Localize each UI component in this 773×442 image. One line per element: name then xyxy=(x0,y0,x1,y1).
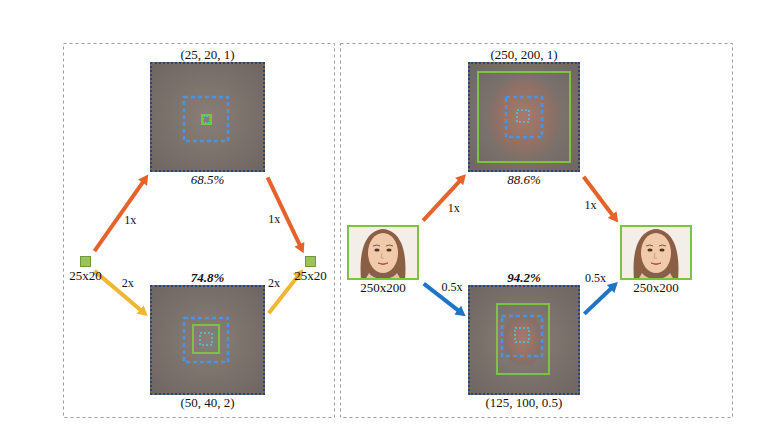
scale-label: 2x xyxy=(122,277,134,290)
template-box xyxy=(517,110,529,122)
image-caption: 74.8% xyxy=(191,271,225,285)
scale-label: 1x xyxy=(448,202,460,215)
scale-arrow xyxy=(94,271,147,316)
receptive-field xyxy=(502,316,542,356)
receptive-field xyxy=(506,97,542,137)
node-label: (125, 100, 0.5) xyxy=(486,396,563,410)
scale-arrow xyxy=(94,174,148,251)
panel-frame xyxy=(64,44,335,418)
node-label: (50, 40, 2) xyxy=(180,396,234,410)
image-caption: 94.2% xyxy=(507,271,541,285)
arrow-head xyxy=(608,211,618,222)
scale-label: 1x xyxy=(268,213,280,226)
arrow-shaft xyxy=(268,177,300,245)
face-photo xyxy=(347,225,419,280)
arrow-head xyxy=(454,306,465,316)
arrow-head xyxy=(607,282,618,293)
node-label: 25x20 xyxy=(294,269,327,283)
arrow-shaft xyxy=(269,276,298,313)
face-box xyxy=(478,72,570,162)
node-label: 250x200 xyxy=(633,281,679,295)
resized-image: (250, 200, 1)88.6% xyxy=(468,62,580,172)
receptive-field xyxy=(184,318,228,362)
node-label: 68.5% xyxy=(191,173,225,187)
scale-arrow xyxy=(584,282,617,314)
scale-arrow xyxy=(584,177,619,223)
blur-image xyxy=(468,62,580,172)
blur-face xyxy=(503,314,543,366)
scale-label: 1x xyxy=(124,214,136,227)
arrow-shaft xyxy=(584,288,611,314)
panel-frame xyxy=(341,44,733,418)
image-caption: (25, 20, 1) xyxy=(180,48,234,62)
arrow-shaft xyxy=(584,177,613,216)
arrow-head xyxy=(455,174,466,185)
arrow-head xyxy=(137,305,148,316)
node-label: 25x20 xyxy=(69,269,102,283)
arrow-shaft xyxy=(423,181,460,221)
scale-label: 0.5x xyxy=(585,272,606,285)
input-face: 250x200 xyxy=(347,225,419,280)
arrow-shaft xyxy=(94,182,143,251)
input-patch: 25x20 xyxy=(80,256,91,267)
node-label: 88.6% xyxy=(507,173,541,187)
scale-label: 2x xyxy=(268,277,280,290)
output-patch: 25x20 xyxy=(305,256,316,267)
template-box xyxy=(204,117,210,123)
face-box xyxy=(497,304,549,374)
arrow-head xyxy=(138,174,148,185)
resized-image: (25, 20, 1)68.5% xyxy=(150,62,265,172)
resized-image: 94.2%(125, 100, 0.5) xyxy=(468,285,580,395)
image-caption: (250, 200, 1) xyxy=(490,48,557,62)
scale-label: 1x xyxy=(584,199,596,212)
scale-arrow xyxy=(423,174,466,220)
blur-image xyxy=(468,285,580,395)
resized-image: 74.8%(50, 40, 2) xyxy=(150,285,265,395)
face-box xyxy=(193,325,219,353)
scale-arrow xyxy=(268,177,305,253)
node-label: 250x200 xyxy=(360,281,406,295)
output-face: 250x200 xyxy=(620,225,692,280)
receptive-field xyxy=(184,97,228,141)
face-box xyxy=(202,115,211,124)
blur-image xyxy=(150,62,265,172)
face-photo xyxy=(620,225,692,280)
blur-face xyxy=(488,76,560,160)
arrow-head xyxy=(294,242,304,253)
template-box xyxy=(200,333,212,345)
scale-label: 0.5x xyxy=(442,281,463,294)
template-box xyxy=(515,328,529,342)
blur-image xyxy=(150,285,265,395)
